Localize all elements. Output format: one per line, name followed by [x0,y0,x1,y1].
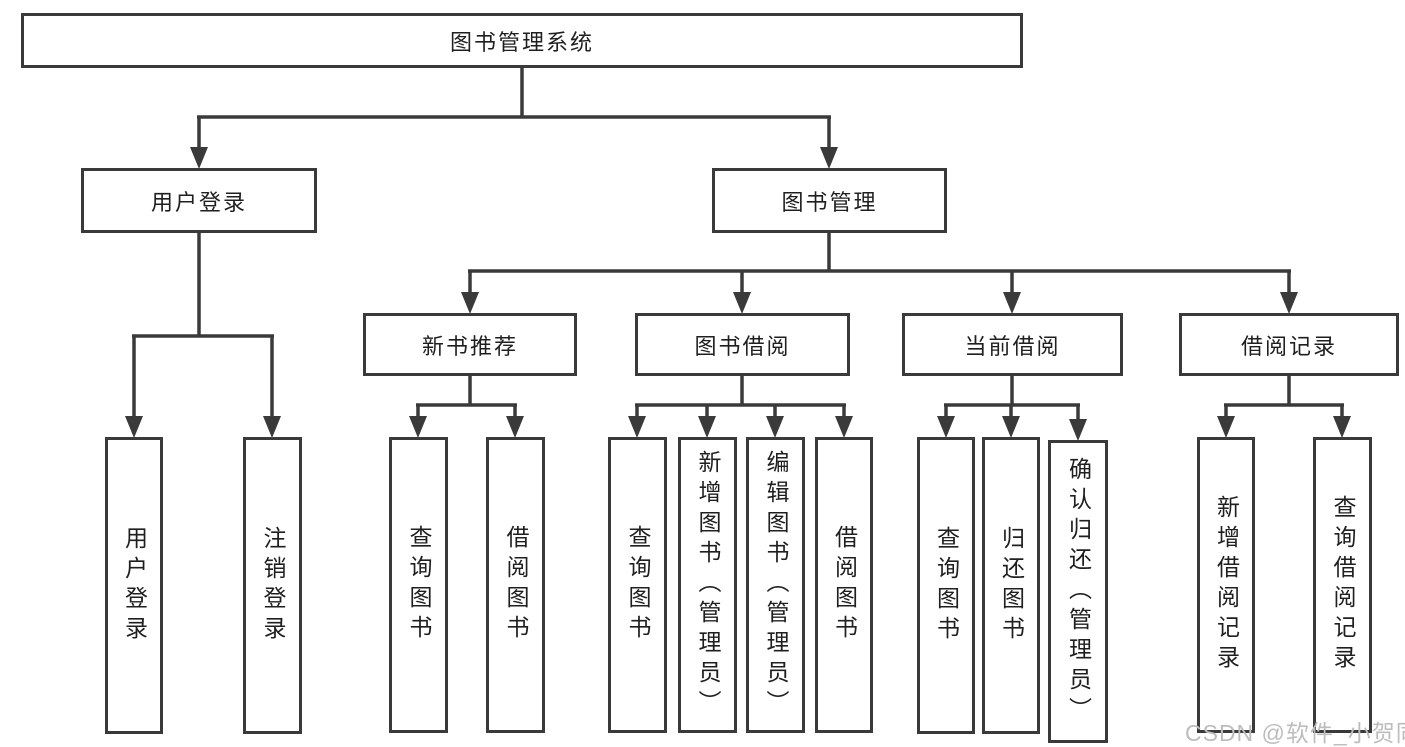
node-current-borrow: 当前借阅 [902,313,1123,376]
node-user-login: 用户登录 [81,168,317,233]
leaf-record-add: 新增借阅记录 [1197,437,1255,733]
leaf-record-query: 查询借阅记录 [1313,437,1372,733]
leaf-current-confirm-return-admin: 确认归还（管理员） [1048,440,1108,743]
leaf-newbook-borrow: 借阅图书 [486,437,545,733]
connector-borrow-branch [628,375,853,438]
csdn-watermark: CSDN @软件_小贺同学 [1185,720,1405,746]
leaf-logout: 注销登录 [243,437,302,734]
connector-management-to-level3 [461,232,1298,314]
node-book-management: 图书管理 [712,168,947,233]
leaf-newbook-query: 查询图书 [389,437,448,733]
connector-records-branch [1217,375,1351,438]
leaf-borrow-book: 借阅图书 [815,437,873,733]
connector-root-to-level2 [190,67,838,169]
connector-newbook-branch [409,375,524,438]
connector-login-branch [125,232,281,438]
connector-current-branch [937,375,1087,441]
node-new-book-recommend: 新书推荐 [363,313,577,376]
node-borrow-records: 借阅记录 [1179,313,1399,376]
leaf-current-query: 查询图书 [917,437,975,734]
leaf-current-return: 归还图书 [982,437,1040,734]
node-root-system: 图书管理系统 [21,13,1023,68]
node-book-borrow: 图书借阅 [635,313,850,376]
leaf-borrow-edit-admin: 编辑图书（管理员） [746,437,805,733]
leaf-user-login: 用户登录 [105,437,163,734]
leaf-borrow-query: 查询图书 [608,437,667,733]
leaf-borrow-add-admin: 新增图书（管理员） [678,437,737,733]
